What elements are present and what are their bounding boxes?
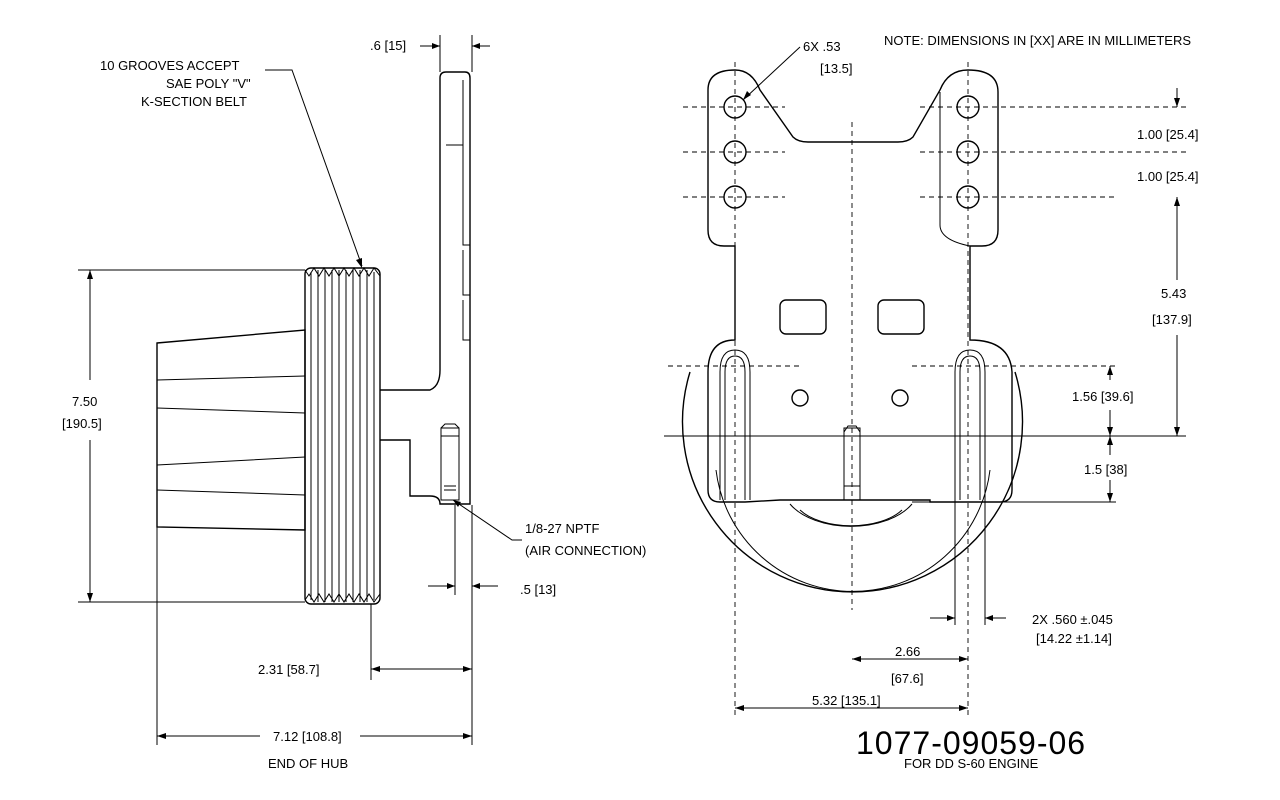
dim-overall-note: END OF HUB <box>268 756 348 771</box>
hub-cone-lines <box>156 375 306 496</box>
dim-vertical-value: 5.43 <box>1161 286 1186 301</box>
dim-diameter-mm: [190.5] <box>62 416 102 431</box>
dimension-note: NOTE: DIMENSIONS IN [XX] ARE IN MILLIMET… <box>884 33 1191 48</box>
side-view: .6 [15] 10 GROOVES ACCEPT SAE POLY "V" K… <box>62 35 646 771</box>
air-fitting <box>440 427 460 501</box>
dim-slot-width-value: 2X .560 ±.045 <box>1032 612 1113 627</box>
cutout-right <box>877 299 925 335</box>
right-slot <box>954 349 986 500</box>
air-fitting-threads <box>441 435 459 491</box>
dim-flange-label: .6 [15] <box>370 38 406 53</box>
dim-half-width-value: 2.66 <box>895 644 920 659</box>
dim-width-label: 5.32 [135.1] <box>812 693 881 708</box>
dim-half-width-mm: [67.6] <box>891 671 924 686</box>
hub-ring <box>789 503 913 527</box>
air-note-line2: (AIR CONNECTION) <box>525 543 646 558</box>
dim-diameter-value: 7.50 <box>72 394 97 409</box>
dim-slot-height: 1.56 [39.6] <box>1072 389 1133 404</box>
dim-offset-label: 2.31 [58.7] <box>258 662 319 677</box>
dim-half-label: .5 [13] <box>520 582 556 597</box>
groove-note-line3: K-SECTION BELT <box>141 94 247 109</box>
dim-lower: 1.5 [38] <box>1084 462 1127 477</box>
groove-note-line1: 10 GROOVES ACCEPT <box>100 58 239 73</box>
front-view: 6X .53 [13.5] NOTE: DIMENSIONS IN [XX] A… <box>664 33 1198 771</box>
drive-shaft <box>380 71 471 505</box>
dim-vertical-mm: [137.9] <box>1152 312 1192 327</box>
part-number: 1077-09059-06 <box>856 725 1086 761</box>
pulley-inner-circle <box>715 469 991 592</box>
drive-plate-edge <box>446 80 470 341</box>
cutout-left <box>779 299 827 335</box>
holes-count: 6X .53 <box>803 39 841 54</box>
holes-mm: [13.5] <box>820 61 853 76</box>
dim-pitch1: 1.00 [25.4] <box>1137 127 1198 142</box>
hub-cone <box>156 329 306 531</box>
pulley-grooves <box>304 267 381 603</box>
groove-note-line2: SAE POLY "V" <box>166 76 251 91</box>
engine-subtitle: FOR DD S-60 ENGINE <box>904 756 1039 771</box>
dim-slot-width-mm: [14.22 ±1.14] <box>1036 631 1112 646</box>
bracket-plate <box>707 69 1013 503</box>
pulley-body <box>304 267 381 605</box>
air-note-line1: 1/8-27 NPTF <box>525 521 599 536</box>
pulley-outer-circle <box>681 371 1024 593</box>
air-fitting-tip <box>440 423 460 429</box>
dim-overall-label: 7.12 [108.8] <box>273 729 342 744</box>
dim-pitch2: 1.00 [25.4] <box>1137 169 1198 184</box>
